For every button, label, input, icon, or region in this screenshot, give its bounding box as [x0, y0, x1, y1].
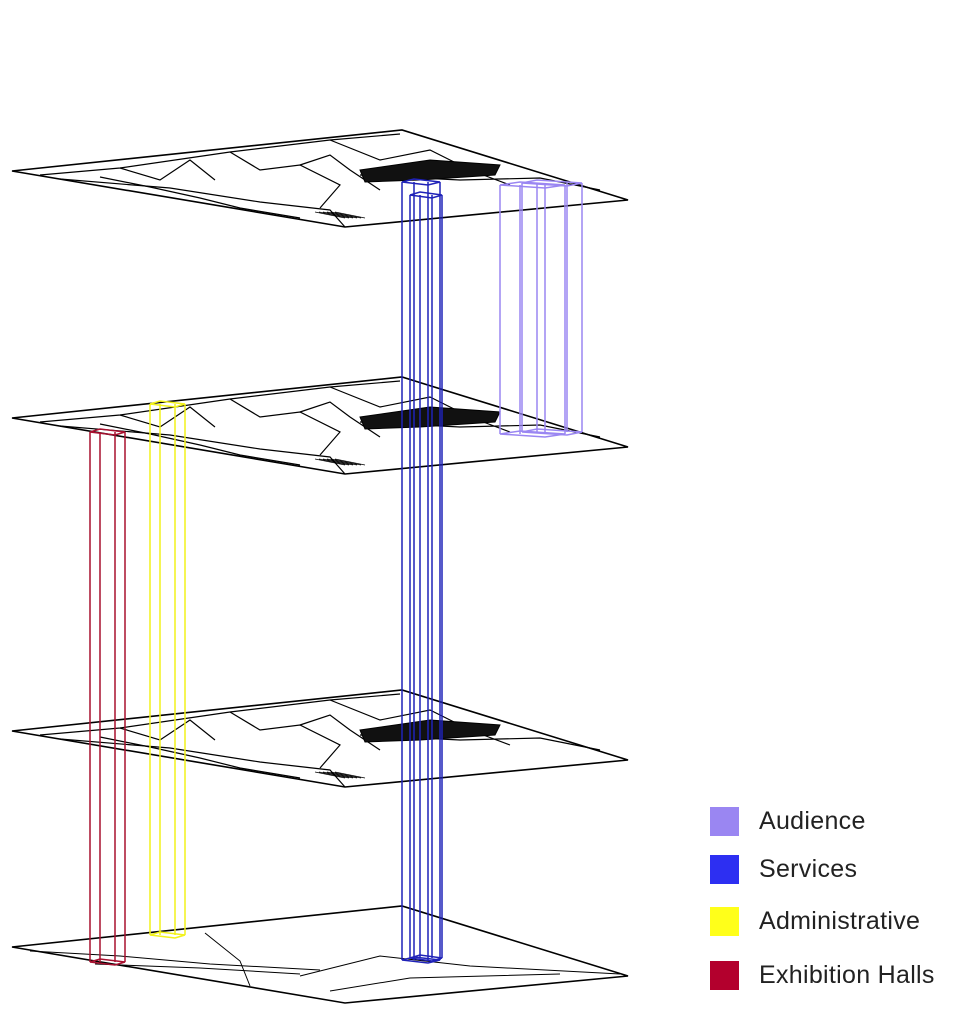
seating-hatch [359, 719, 501, 743]
stair-line [326, 771, 358, 779]
legend-item-administrative: Administrative [710, 906, 920, 936]
floor-wall [299, 955, 621, 977]
legend-item-services: Services [710, 854, 857, 884]
floor-plate-1 [11, 905, 629, 1004]
floor-outline [11, 689, 629, 788]
floor-wall [39, 133, 401, 176]
floor-wall [119, 406, 216, 428]
floor-wall [99, 176, 301, 219]
stair-line [318, 771, 350, 779]
floor-wall [119, 159, 216, 181]
stair-line [314, 771, 346, 779]
shaft-audience-b [521, 179, 583, 436]
shaft-services-a [401, 178, 441, 964]
legend-label-administrative: Administrative [759, 906, 921, 935]
floor-wall [39, 380, 401, 423]
floor-wall [99, 423, 301, 466]
legend-label-exhibition-halls: Exhibition Halls [759, 960, 935, 989]
floor-wall [119, 719, 216, 741]
shaft-services-b [409, 191, 443, 962]
shaft-administrative [149, 400, 186, 939]
stair-line [314, 211, 346, 219]
stair-line [334, 211, 366, 219]
stair-line [318, 458, 350, 466]
stair-line [318, 211, 350, 219]
floor-plate-4 [11, 129, 629, 228]
floor-wall [329, 973, 561, 992]
legend-swatch-services [710, 854, 739, 884]
floor-plate-2 [11, 689, 629, 788]
floor-outline [11, 905, 629, 1004]
legend-item-exhibition-halls: Exhibition Halls [710, 960, 935, 990]
legend-swatch-exhibition-halls [710, 960, 739, 990]
stair-line [330, 771, 362, 779]
floor-wall [39, 693, 401, 736]
floor-outline [11, 376, 629, 475]
vertical-circulation-shafts [89, 178, 583, 966]
stair-line [330, 458, 362, 466]
stair-line [322, 771, 354, 779]
legend-item-audience: Audience [710, 806, 866, 836]
seating-hatch [359, 159, 501, 183]
floor-outline [11, 129, 629, 228]
stair-line [334, 458, 366, 466]
shaft-exhibition-halls [89, 428, 126, 966]
stair-line [314, 458, 346, 466]
seating-hatch [359, 406, 501, 430]
stair-line [322, 458, 354, 466]
legend-label-services: Services [759, 854, 858, 883]
stair-line [326, 458, 358, 466]
floor-wall [94, 963, 301, 975]
floor-wall [204, 932, 251, 987]
floor-plates [11, 129, 629, 1004]
floor-wall [99, 736, 301, 779]
stair-line [322, 211, 354, 219]
floor-plate-3 [11, 376, 629, 475]
legend-swatch-administrative [710, 906, 739, 936]
shaft-audience-a [499, 181, 566, 438]
legend-swatch-audience [710, 806, 739, 836]
legend-label-audience: Audience [759, 806, 866, 835]
stair-line [330, 211, 362, 219]
floor-wall [29, 950, 321, 971]
stair-line [326, 211, 358, 219]
stair-line [334, 771, 366, 779]
